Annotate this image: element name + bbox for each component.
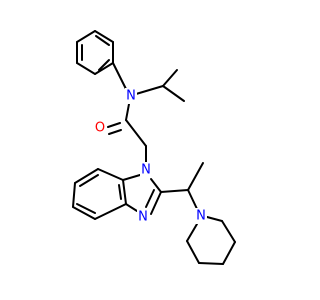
benzene-double-bond: [79, 174, 99, 187]
bond-layer: [72, 30, 236, 265]
imidazole-double-bond: [145, 189, 155, 208]
single-bond: [187, 162, 204, 191]
benzene-double-bond: [118, 184, 122, 200]
amide-nitrogen-label: N: [126, 89, 136, 104]
imidazole-bond: [150, 191, 162, 215]
single-bond: [187, 189, 199, 212]
imidazole-bond: [122, 179, 127, 205]
phenyl-double-bond: [98, 59, 110, 71]
single-bond: [125, 119, 147, 147]
benzene-bond: [74, 168, 99, 184]
carbonyl-oxygen-label: O: [95, 121, 105, 136]
single-bond: [162, 85, 185, 102]
label-background: [140, 162, 152, 178]
piperidine-bond: [222, 241, 236, 265]
imidazole-bond: [122, 174, 141, 181]
chemical-structure-diagram: N O N N N: [72, 30, 236, 265]
phenyl-bond: [94, 30, 114, 43]
atom-label-layer: N O N N N: [94, 88, 207, 225]
benzene-bond: [97, 168, 124, 181]
benzene-bond: [72, 206, 96, 220]
benzene-double-bond: [76, 203, 96, 214]
piperidine-nitrogen-label: N: [196, 209, 206, 224]
benzene-bond: [94, 203, 127, 220]
piperidine-bond: [198, 262, 224, 265]
single-bond: [135, 85, 164, 95]
label-background: [125, 88, 137, 104]
single-bond: [112, 62, 128, 92]
piperidine-bond: [186, 223, 198, 242]
single-bond: [125, 103, 130, 121]
carbonyl-double-bond: [107, 122, 121, 128]
benzene-bond: [72, 182, 76, 208]
phenyl-bond: [76, 62, 96, 75]
label-background: [94, 120, 106, 136]
piperidine-bond: [186, 240, 200, 264]
piperidine-bond: [221, 220, 236, 243]
phenyl-bond: [76, 30, 96, 43]
label-background: [137, 209, 149, 225]
carbonyl-double-bond: [108, 129, 122, 135]
benzimidazole-n1-label: N: [141, 163, 151, 178]
single-bond: [162, 69, 178, 87]
imidazole-bond: [150, 178, 162, 193]
phenyl-double-bond: [95, 35, 110, 46]
label-background: [195, 208, 207, 224]
phenyl-bond: [94, 62, 114, 75]
piperidine-bond: [206, 216, 223, 222]
benzimidazole-n3-label: N: [138, 210, 148, 225]
imidazole-bond: [125, 203, 138, 212]
single-bond: [160, 189, 189, 193]
